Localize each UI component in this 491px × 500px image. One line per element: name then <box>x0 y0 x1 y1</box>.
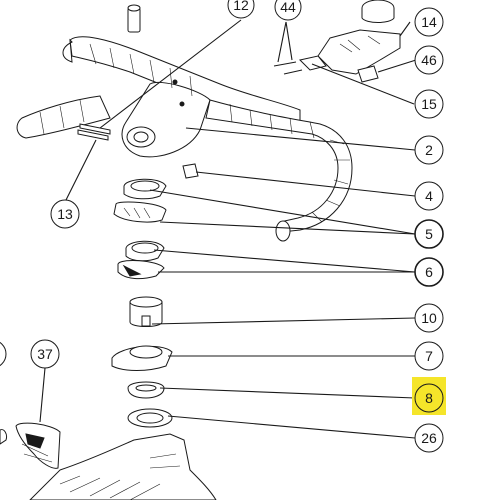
callout-5: 5 <box>414 219 444 249</box>
callout-6: 6 <box>414 257 444 287</box>
callout-8-highlighted: 8 <box>412 377 446 415</box>
svg-text:44: 44 <box>280 0 296 15</box>
callout-44: 44 <box>274 0 302 21</box>
callout-46: 46 <box>414 45 444 75</box>
callout-15: 15 <box>414 89 444 119</box>
callout-14: 14 <box>414 7 444 37</box>
callout-12: 12 <box>227 0 255 19</box>
svg-text:10: 10 <box>421 310 437 326</box>
svg-text:5: 5 <box>425 226 433 242</box>
svg-text:15: 15 <box>421 96 437 112</box>
frame-drawing <box>0 422 217 500</box>
svg-text:4: 4 <box>425 188 433 204</box>
headset-parts-drawing <box>111 163 199 428</box>
callout-10: 10 <box>414 303 444 333</box>
callout-37: 37 <box>30 339 60 369</box>
svg-text:13: 13 <box>57 206 73 222</box>
svg-text:14: 14 <box>421 14 437 30</box>
svg-text:6: 6 <box>425 264 433 280</box>
svg-text:12: 12 <box>233 0 249 13</box>
svg-text:26: 26 <box>421 430 437 446</box>
callout-2: 2 <box>414 135 444 165</box>
svg-text:8: 8 <box>425 390 433 406</box>
svg-text:46: 46 <box>421 52 437 68</box>
callout-13: 13 <box>50 199 80 229</box>
svg-text:7: 7 <box>425 348 433 364</box>
handlebar-drawing <box>16 4 353 242</box>
leader-lines <box>39 19 417 439</box>
svg-text:2: 2 <box>425 142 433 158</box>
callout-7: 7 <box>414 341 444 371</box>
callout-26: 26 <box>414 423 444 453</box>
callout-4: 4 <box>414 181 444 211</box>
callout-partial-left <box>0 341 7 367</box>
svg-text:37: 37 <box>37 346 53 362</box>
